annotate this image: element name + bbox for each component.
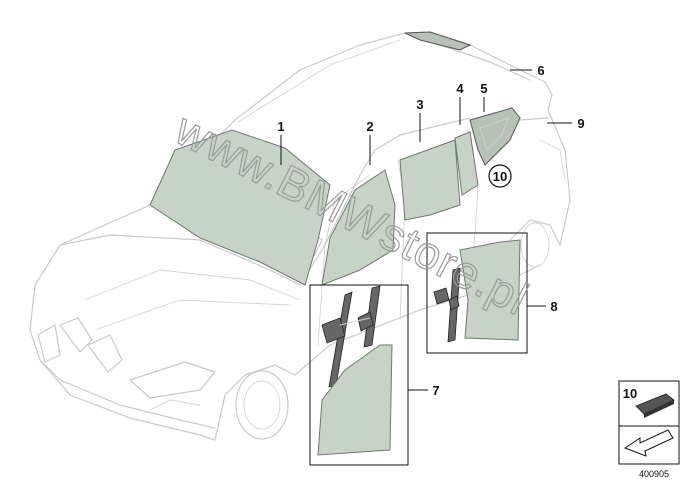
callout-5-label: 5 (480, 81, 487, 96)
front-door-window (321, 169, 396, 286)
legend-part-10: 10 400905 (618, 380, 680, 479)
callout-8-label: 8 (550, 299, 557, 314)
callout-2-label: 2 (366, 119, 373, 134)
front-window-assembly-box (309, 284, 409, 466)
front-door-glass-part (317, 344, 393, 456)
callout-7-label: 7 (432, 383, 439, 398)
callout-1-label: 1 (277, 119, 284, 134)
rear-door-fixed-window (454, 131, 479, 196)
diagram-code: 400905 (639, 469, 669, 479)
callout-3-label: 3 (416, 97, 423, 112)
windscreen-glass (149, 129, 331, 286)
callout-4-label: 4 (456, 81, 464, 96)
part-10-marker (488, 164, 512, 188)
callouts: 1 2 3 4 5 6 9 7 8 (277, 63, 584, 398)
rear-roof-glass (404, 31, 472, 51)
callout-6-label: 6 (537, 63, 544, 78)
callout-10-label: 10 (493, 169, 507, 184)
legend-part-number: 10 (623, 386, 637, 401)
callout-9-label: 9 (577, 116, 584, 131)
rear-side-window-inner (479, 117, 509, 151)
rear-side-window (469, 107, 521, 166)
rear-window-assembly-box (426, 232, 528, 354)
pointer-arrow-icon (623, 429, 674, 457)
rear-door-glass-part (459, 239, 521, 341)
rear-door-window (399, 139, 461, 221)
